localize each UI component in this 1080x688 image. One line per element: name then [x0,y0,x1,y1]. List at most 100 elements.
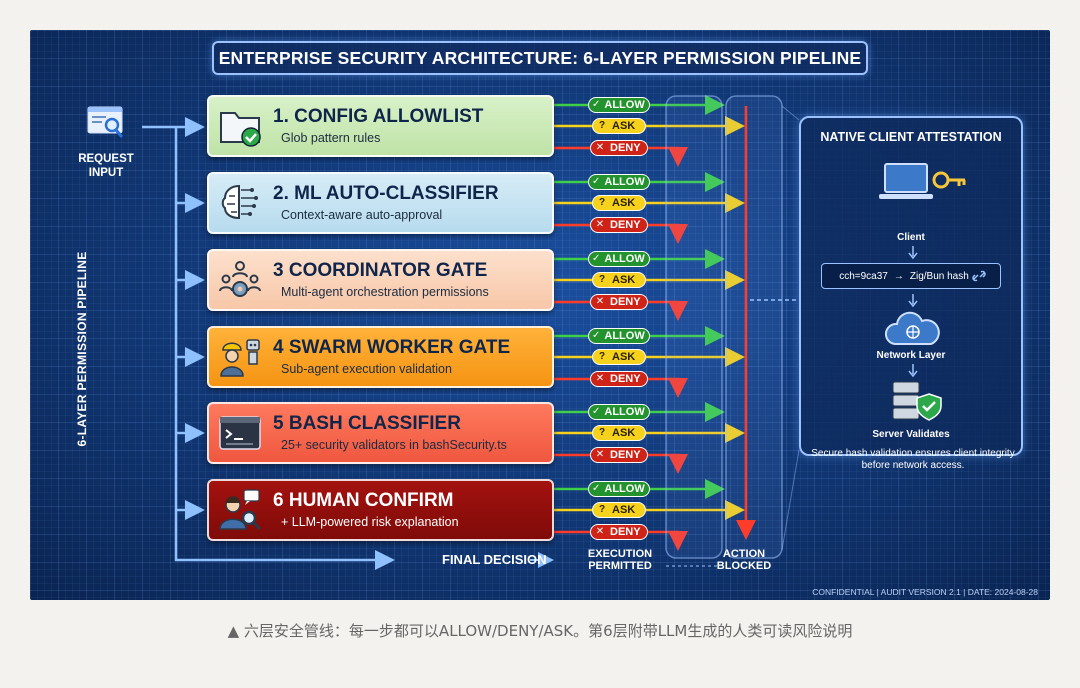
hash-arrow: → [893,270,904,282]
ask-label: ASK [612,504,636,516]
request-label-line2: INPUT [88,167,124,179]
folder-check-icon [220,112,261,147]
attestation-link [781,105,800,551]
layer-title: 4 SWARM WORKER GATE [273,337,511,358]
arrow-down-icon [908,294,918,308]
allow-badge: ✓ALLOW [588,97,650,113]
terminal-icon [219,416,261,450]
deny-badge: ✕DENY [590,294,648,310]
ask-label: ASK [612,197,636,209]
final-decision-wire [174,516,395,570]
deny-label: DENY [610,219,641,231]
execution-column [665,95,723,559]
allow-badge: ✓ALLOW [588,481,650,497]
layer-title: 5 BASH CLASSIFIER [273,413,461,434]
server-validates-label: Server Validates [872,429,950,440]
deny-label: DENY [610,449,641,461]
server-shield-icon [892,381,942,421]
allow-badge: ✓ALLOW [588,328,650,344]
check-icon: ✓ [592,253,601,264]
confidential-footer: CONFIDENTIAL | AUDIT VERSION 2.1 | DATE:… [812,587,1038,597]
attestation-title: NATIVE CLIENT ATTESTATION [820,130,1002,144]
layer-coordinator-gate: 3 COORDINATOR GATE Multi-agent orchestra… [207,249,554,311]
deny-badge: ✕ DENY [590,140,648,156]
layer-title: 1. CONFIG ALLOWLIST [273,106,484,127]
request-input: REQUEST INPUT [70,105,142,180]
figure-caption: ▲ 六层安全管线：每一步都可以ALLOW/DENY/ASK。第6层附带LLM生成… [227,622,853,640]
ask-badge: ?ASK [592,118,646,134]
input-bus [142,117,205,520]
action-blocked-label: ACTION BLOCKED [713,548,775,572]
blocked-column [725,95,783,559]
ask-badge: ?ASK [592,502,646,518]
hash-value: cch=9ca37 [839,270,888,282]
ask-badge: ? ASK [592,425,646,441]
check-icon: ✓ [592,176,601,187]
deny-badge: ✕ DENY [590,371,648,387]
brain-circuit-icon [221,184,258,220]
execution-permitted-label: EXECUTION PERMITTED [585,548,655,572]
native-client-attestation-panel: NATIVE CLIENT ATTESTATION Client cch=9ca… [799,116,1023,471]
hash-type: Zig/Bun hash [909,270,969,282]
allow-label: ALLOW [604,253,645,265]
ask-badge: ? ASK [592,272,646,288]
ask-badge: ? ASK [592,195,646,211]
request-label-line1: REQUEST [78,153,134,165]
ask-label: ASK [612,120,636,132]
arrow-down-icon [908,246,918,260]
x-icon: ✕ [595,373,605,384]
client-label: Client [897,232,925,243]
allow-badge: ✓ALLOW [588,251,650,267]
exec-line2: PERMITTED [588,560,652,572]
question-icon: ? [598,427,606,438]
check-icon: ✓ [592,99,601,110]
layer-human-confirm: 6 HUMAN CONFIRM + LLM-powered risk expla… [207,479,554,541]
layer-subtitle: Context-aware auto-approval [281,208,443,222]
question-icon: ? [598,351,606,362]
allow-badge: ✓ALLOW [588,174,650,190]
allow-label: ALLOW [604,330,645,342]
layer-swarm-worker-gate: 4 SWARM WORKER GATE Sub-agent execution … [207,326,554,388]
layer-subtitle: Multi-agent orchestration permissions [281,285,489,299]
deny-label: DENY [610,142,641,154]
x-icon: ✕ [595,526,605,537]
team-gear-icon [219,261,261,297]
ask-label: ASK [612,427,636,439]
layer-ml-auto-classifier: 2. ML AUTO-CLASSIFIER Context-aware auto… [207,172,554,234]
allow-badge: ✓ALLOW [588,404,650,420]
deny-label: DENY [610,373,641,385]
link-icon [972,270,986,282]
allow-label: ALLOW [604,483,645,495]
x-icon: ✕ [595,449,605,460]
ask-badge: ? ASK [592,349,646,365]
cloud-network-icon [885,311,940,345]
deny-badge: ✕DENY [590,524,648,540]
question-icon: ? [598,197,606,208]
browser-search-icon [87,106,124,138]
final-decision-label: FINAL DECISION [442,552,547,567]
ask-label: ASK [612,274,636,286]
pipeline-vertical-label: 6-LAYER PERMISSION PIPELINE [75,251,89,447]
layer-bash-classifier: 5 BASH CLASSIFIER 25+ security validator… [207,402,554,464]
layer-title: 2. ML AUTO-CLASSIFIER [273,183,499,204]
arrow-down-icon [908,364,918,378]
ask-label: ASK [612,351,636,363]
x-icon: ✕ [595,142,605,153]
layer-subtitle: + LLM-powered risk explanation [281,515,459,529]
layer-title: 6 HUMAN CONFIRM [273,490,454,511]
allow-label: ALLOW [604,176,645,188]
diagram-canvas: ENTERPRISE SECURITY ARCHITECTURE: 6-LAYE… [30,30,1050,600]
allow-label: ALLOW [604,406,645,418]
layer-subtitle: 25+ security validators in bashSecurity.… [281,438,507,452]
deny-label: DENY [610,296,641,308]
layer-config-allowlist: 1. CONFIG ALLOWLIST Glob pattern rules [207,95,554,157]
laptop-key-icon [879,163,966,199]
attestation-note: Secure hash validation ensures client in… [811,448,1015,471]
hash-box: cch=9ca37 → Zig/Bun hash [821,263,1001,289]
question-icon: ? [598,274,606,285]
check-icon: ✓ [592,483,601,494]
blocked-line1: ACTION [722,548,766,560]
blocked-line2: BLOCKED [716,560,772,572]
person-search-icon [219,489,262,531]
layer-subtitle: Sub-agent execution validation [281,362,452,376]
